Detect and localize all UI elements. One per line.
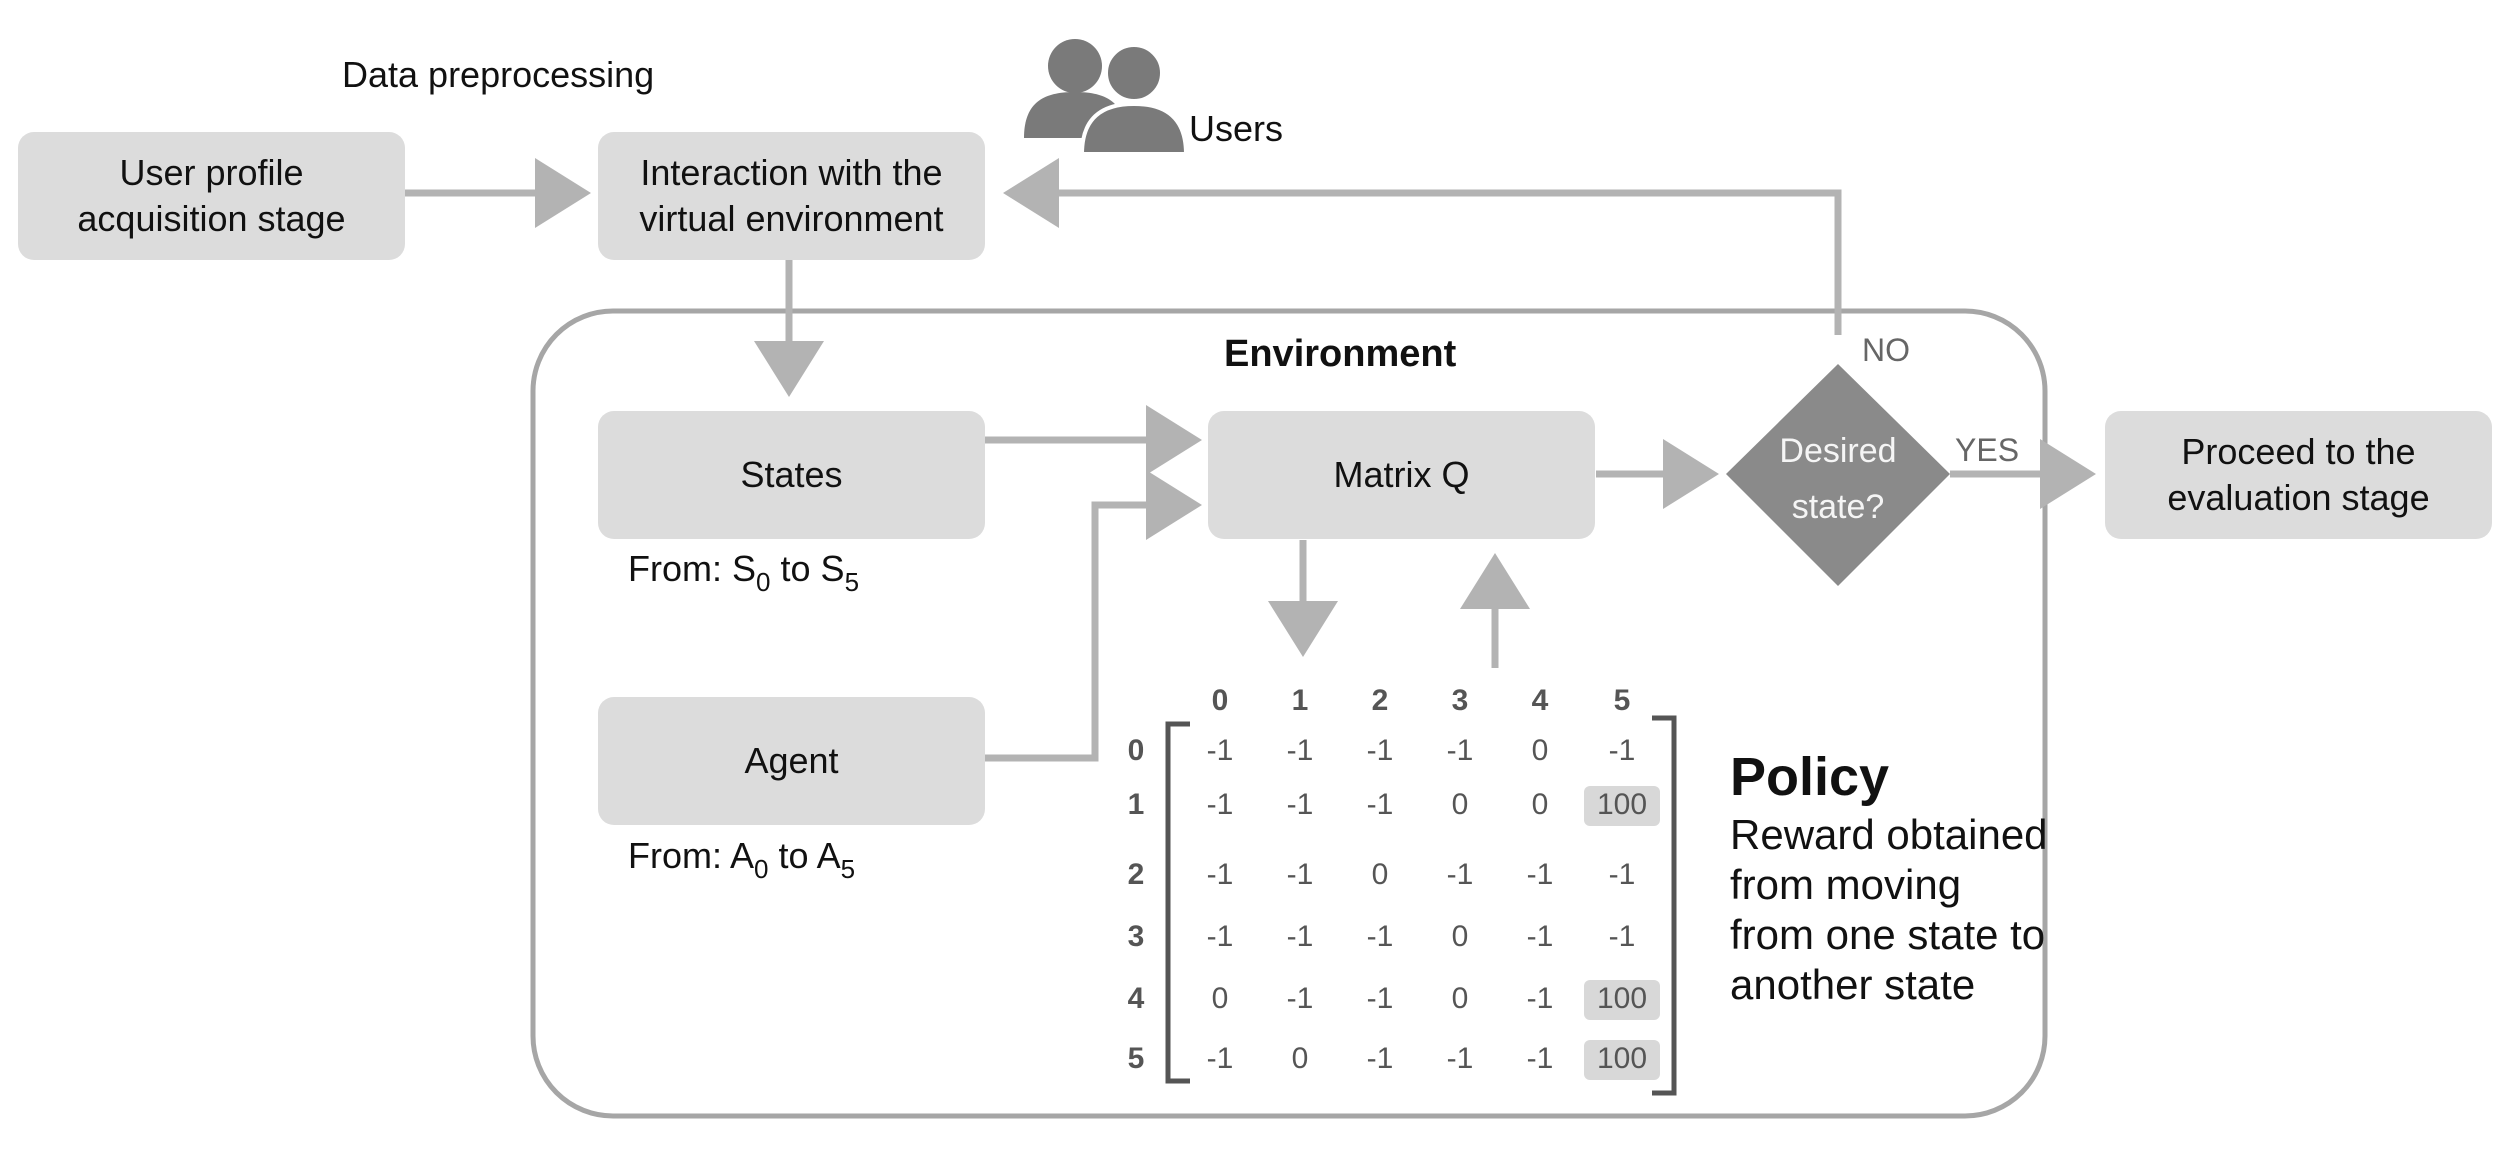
agent-range-from: 0 bbox=[754, 854, 769, 884]
matrix-q-box: Matrix Q bbox=[1208, 411, 1595, 539]
states-range-to: to bbox=[780, 548, 811, 589]
states-range-end: 5 bbox=[844, 567, 860, 597]
matrix-col-header: 0 bbox=[1211, 684, 1229, 717]
matrix-cell: 100 bbox=[1596, 1042, 1648, 1075]
matrix-cell: -1 bbox=[1608, 858, 1636, 891]
user-profile-box: User profile acquisition stage bbox=[18, 132, 405, 260]
matrix-row-header: 1 bbox=[1127, 788, 1145, 821]
matrix-col-header: 1 bbox=[1291, 684, 1309, 717]
matrix-cell: 0 bbox=[1531, 734, 1549, 767]
matrix-highlight bbox=[1584, 980, 1660, 1020]
matrix-cell: -1 bbox=[1286, 920, 1314, 953]
matrix-cell: 0 bbox=[1291, 1042, 1309, 1075]
matrix-cell: -1 bbox=[1286, 788, 1314, 821]
matrix-cell: 0 bbox=[1211, 982, 1229, 1015]
matrix-row-header: 3 bbox=[1127, 920, 1145, 953]
matrix-row-header: 2 bbox=[1127, 858, 1145, 891]
matrix-cell: 0 bbox=[1371, 858, 1389, 891]
matrix-col-header: 2 bbox=[1371, 684, 1389, 717]
matrix-cell: -1 bbox=[1206, 920, 1234, 953]
agent-range-prefix: From: A bbox=[628, 835, 755, 876]
matrix-cell: -1 bbox=[1526, 1042, 1554, 1075]
matrix-cell: -1 bbox=[1206, 734, 1234, 767]
environment-title: Environment bbox=[1224, 333, 1457, 375]
matrix-cell: -1 bbox=[1446, 858, 1474, 891]
policy-title: Policy bbox=[1730, 747, 1890, 807]
matrix-cell: -1 bbox=[1526, 982, 1554, 1015]
matrix-cell: -1 bbox=[1366, 734, 1394, 767]
matrix-cell: 100 bbox=[1596, 982, 1648, 1015]
matrix-cell: -1 bbox=[1526, 920, 1554, 953]
matrix-cell: -1 bbox=[1286, 734, 1314, 767]
matrix-cell: 0 bbox=[1531, 788, 1549, 821]
data-preprocessing-label: Data preprocessing bbox=[342, 54, 655, 95]
arrow-no-feedback bbox=[1003, 158, 1842, 335]
matrix-cell: 0 bbox=[1451, 920, 1469, 953]
matrix-cell: 100 bbox=[1596, 788, 1648, 821]
interaction-label: Interaction with the virtual environment bbox=[639, 152, 944, 239]
agent-box: Agent bbox=[598, 697, 985, 825]
matrix-cell: -1 bbox=[1286, 858, 1314, 891]
states-label: States bbox=[740, 454, 843, 495]
matrix-col-header: 4 bbox=[1531, 684, 1549, 717]
decision-text: Desired state? bbox=[1738, 423, 1938, 535]
yes-label: YES bbox=[1955, 432, 2020, 468]
users-icon bbox=[1024, 39, 1189, 156]
states-range-var: S bbox=[820, 548, 845, 589]
agent-range: From: A0 to A5 bbox=[628, 835, 855, 884]
agent-range-end: 5 bbox=[840, 854, 856, 884]
matrix-highlight bbox=[1584, 1040, 1660, 1080]
matrix-cell: 0 bbox=[1451, 982, 1469, 1015]
environment-container bbox=[530, 308, 2048, 1119]
matrix-col-header: 5 bbox=[1613, 684, 1631, 717]
decision-line2: state? bbox=[1791, 488, 1885, 526]
matrix-cell: -1 bbox=[1446, 734, 1474, 767]
matrix-cell: -1 bbox=[1206, 1042, 1234, 1075]
matrix-row-header: 5 bbox=[1127, 1042, 1145, 1075]
matrix-cell: -1 bbox=[1366, 920, 1394, 953]
matrix-row-header: 0 bbox=[1127, 734, 1145, 767]
states-box: States bbox=[598, 411, 985, 539]
matrix-left-bracket bbox=[1165, 721, 1190, 1084]
matrix-cell: -1 bbox=[1446, 1042, 1474, 1075]
decision-line1: Desired bbox=[1779, 432, 1897, 470]
matrix-col-header: 3 bbox=[1451, 684, 1469, 717]
matrix-row-header: 4 bbox=[1127, 982, 1145, 1015]
matrix-cell: -1 bbox=[1206, 858, 1234, 891]
agent-range-to: to bbox=[778, 835, 809, 876]
matrix-cell: -1 bbox=[1366, 788, 1394, 821]
matrix-cell: -1 bbox=[1366, 982, 1394, 1015]
matrix-cell: 0 bbox=[1451, 788, 1469, 821]
matrix-cell: -1 bbox=[1206, 788, 1234, 821]
interaction-box: Interaction with the virtual environment bbox=[598, 132, 985, 260]
users-label: Users bbox=[1189, 108, 1284, 149]
no-label: NO bbox=[1862, 332, 1910, 368]
matrix-cell: -1 bbox=[1366, 1042, 1394, 1075]
decision-diamond bbox=[1726, 364, 1950, 586]
states-range: From: S0 to S5 bbox=[628, 548, 859, 597]
matrix-cell: -1 bbox=[1526, 858, 1554, 891]
states-range-from: 0 bbox=[756, 567, 771, 597]
proceed-box: Proceed to the evaluation stage bbox=[2105, 411, 2492, 539]
agent-range-var: A bbox=[816, 835, 841, 876]
user-profile-label: User profile acquisition stage bbox=[77, 152, 346, 239]
policy-text: Reward obtained from moving from one sta… bbox=[1730, 811, 2048, 1008]
matrix-right-bracket bbox=[1652, 715, 1677, 1096]
matrix-cell: -1 bbox=[1608, 920, 1636, 953]
matrix-highlight bbox=[1584, 786, 1660, 826]
arrow-agent-to-matrix bbox=[985, 470, 1202, 762]
proceed-label: Proceed to the evaluation stage bbox=[2167, 431, 2430, 518]
matrix-cell: -1 bbox=[1608, 734, 1636, 767]
matrix-q-label: Matrix Q bbox=[1333, 454, 1470, 495]
matrix-cell: -1 bbox=[1286, 982, 1314, 1015]
states-range-prefix: From: S bbox=[628, 548, 757, 589]
agent-label: Agent bbox=[744, 740, 839, 781]
